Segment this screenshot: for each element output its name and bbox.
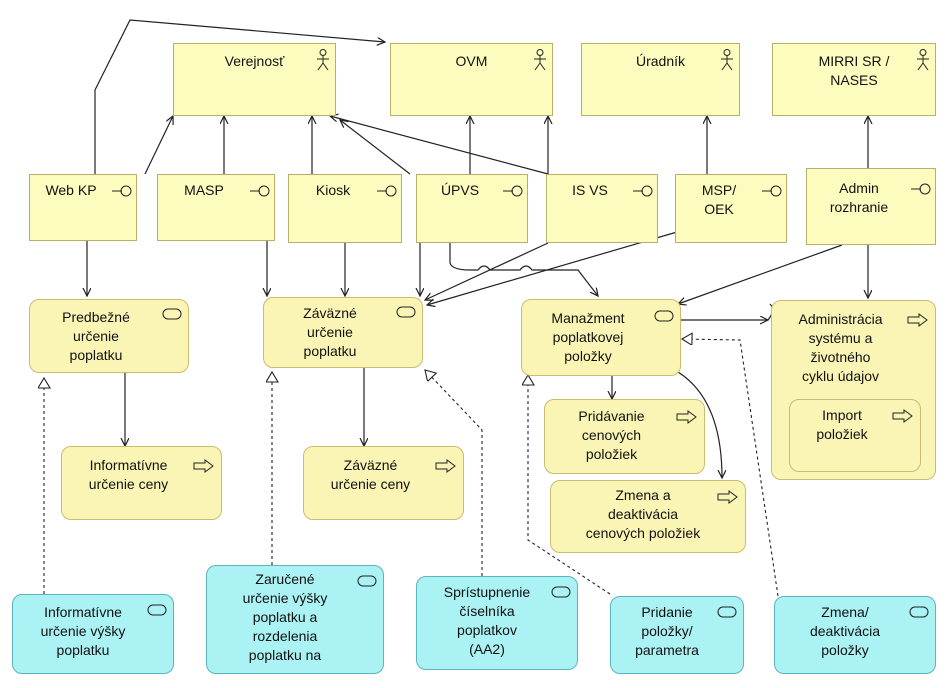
lollipop-interface-icon <box>911 183 931 195</box>
edge-isvs-zavazne <box>425 242 549 300</box>
function-zavazne-urcenie[interactable]: Záväzné určenie poplatku <box>263 297 423 368</box>
function-label: Záväzné určenie poplatku <box>303 305 357 359</box>
interface-label: Kiosk <box>315 182 351 198</box>
rounded-pill-icon <box>909 606 929 618</box>
arrow-process-icon <box>435 459 456 473</box>
service-zarucene-urcenie[interactable]: Zaručené určenie výšky poplatku a rozdel… <box>206 565 384 674</box>
function-informativne-urcenie-ceny[interactable]: Informatívne určenie ceny <box>61 446 222 520</box>
edge-upvs-manazment <box>449 243 598 296</box>
edge-manazment-zmena <box>677 371 722 478</box>
edge-webkp-verejnost <box>144 116 173 175</box>
edge-msp-zavazne <box>427 231 678 305</box>
interface-label: IS VS <box>572 182 608 198</box>
actor-uradnik[interactable]: Úradník <box>581 43 740 116</box>
function-manazment[interactable]: Manažment poplatkovej položky <box>521 299 681 376</box>
lollipop-interface-icon <box>112 185 132 197</box>
interface-kiosk[interactable]: Kiosk <box>288 174 402 243</box>
lollipop-interface-icon <box>633 185 653 197</box>
rounded-pill-icon <box>551 586 571 598</box>
service-zmena-deaktivacia-polozky[interactable]: Zmena/ deaktivácia položky <box>774 596 936 674</box>
function-administracia[interactable]: Administrácia systému a životného cyklu … <box>771 300 936 480</box>
arrow-process-icon <box>193 459 214 473</box>
function-label: Informatívne určenie ceny <box>88 457 169 492</box>
arrow-process-icon <box>717 490 738 504</box>
interface-is-vs[interactable]: IS VS <box>546 174 658 243</box>
interface-web-kp[interactable]: Web KP <box>29 174 137 241</box>
actor-label: OVM <box>455 53 488 69</box>
actor-label: MIRRI SR / NASES <box>818 53 890 88</box>
interface-masp[interactable]: MASP <box>157 174 275 241</box>
actor-label: Úradník <box>635 53 686 69</box>
rounded-pill-icon <box>357 575 377 587</box>
lollipop-interface-icon <box>377 185 397 197</box>
edge-upvs-verejnost <box>340 120 411 175</box>
service-spristupnenie-ciselnika[interactable]: Sprístupnenie číselníka poplatkov (AA2) <box>416 576 578 670</box>
function-label: Administrácia systému a životného cyklu … <box>798 311 883 384</box>
function-label: Predbežné určenie poplatku <box>62 309 130 363</box>
interface-label: Web KP <box>45 182 97 198</box>
edge-admin-manazment <box>678 244 843 304</box>
interface-upvs[interactable]: ÚPVS <box>416 174 528 243</box>
rounded-pill-icon <box>147 604 167 616</box>
function-zavazne-urcenie-ceny[interactable]: Záväzné určenie ceny <box>303 446 464 520</box>
interface-label: MASP <box>184 182 224 198</box>
rounded-pill-icon <box>162 308 182 320</box>
function-pridavanie-cenovych-poloziek[interactable]: Pridávanie cenových položiek <box>544 399 705 474</box>
function-label: Záväzné určenie ceny <box>330 457 411 492</box>
actor-mirri[interactable]: MIRRI SR / NASES <box>772 43 936 116</box>
edge-realizes-zavazne-2 <box>425 370 483 576</box>
actor-ovm[interactable]: OVM <box>390 43 553 116</box>
edge-realizes-manazment <box>528 375 611 595</box>
rounded-pill-icon <box>396 306 416 318</box>
arrow-process-icon <box>676 410 697 424</box>
lollipop-interface-icon <box>503 185 523 197</box>
interface-label: Admin rozhranie <box>829 180 889 215</box>
service-label: Zaručené určenie výšky poplatku a rozdel… <box>242 571 328 663</box>
rounded-pill-icon <box>717 606 737 618</box>
interface-label: MSP/ OEK <box>701 182 737 217</box>
service-informativne-urcenie-vysky[interactable]: Informatívne určenie výšky poplatku <box>12 594 174 674</box>
function-predbezne-urcenie[interactable]: Predbežné určenie poplatku <box>29 299 189 373</box>
stick-figure-icon <box>721 49 733 71</box>
edge-isvs-verejnost <box>330 116 549 175</box>
function-label: Import položiek <box>816 407 868 442</box>
stick-figure-icon <box>317 49 329 71</box>
service-label: Sprístupnenie číselníka poplatkov (AA2) <box>443 584 531 657</box>
interface-msp-oek[interactable]: MSP/ OEK <box>675 174 787 243</box>
actor-verejnost[interactable]: Verejnosť <box>173 43 336 116</box>
lollipop-interface-icon <box>250 185 270 197</box>
function-label: Pridávanie cenových položiek <box>578 408 645 462</box>
rounded-pill-icon <box>654 310 674 322</box>
actor-label: Verejnosť <box>224 53 285 69</box>
function-import-poloziek[interactable]: Import položiek <box>789 399 921 472</box>
edge-realizes-manazment-2 <box>682 339 779 597</box>
interface-label: ÚPVS <box>440 182 480 198</box>
interface-admin-rozhranie[interactable]: Admin rozhranie <box>806 168 936 245</box>
function-label: Manažment poplatkovej položky <box>551 310 625 364</box>
edge-webkp-ovm <box>94 19 385 174</box>
stick-figure-icon <box>917 49 929 71</box>
service-label: Zmena/ deaktivácia položky <box>809 604 881 658</box>
arrow-process-icon <box>907 313 928 327</box>
lollipop-interface-icon <box>762 185 782 197</box>
arrow-process-icon <box>892 409 913 423</box>
service-label: Pridanie položky/ parametra <box>635 604 699 658</box>
service-label: Informatívne určenie výšky poplatku <box>40 604 126 658</box>
function-label: Zmena a deaktivácia cenových položiek <box>585 487 701 541</box>
function-zmena-deaktivacia-cenovych-poloziek[interactable]: Zmena a deaktivácia cenových položiek <box>550 480 746 553</box>
service-pridanie-polozky[interactable]: Pridanie položky/ parametra <box>610 596 744 674</box>
stick-figure-icon <box>534 49 546 71</box>
